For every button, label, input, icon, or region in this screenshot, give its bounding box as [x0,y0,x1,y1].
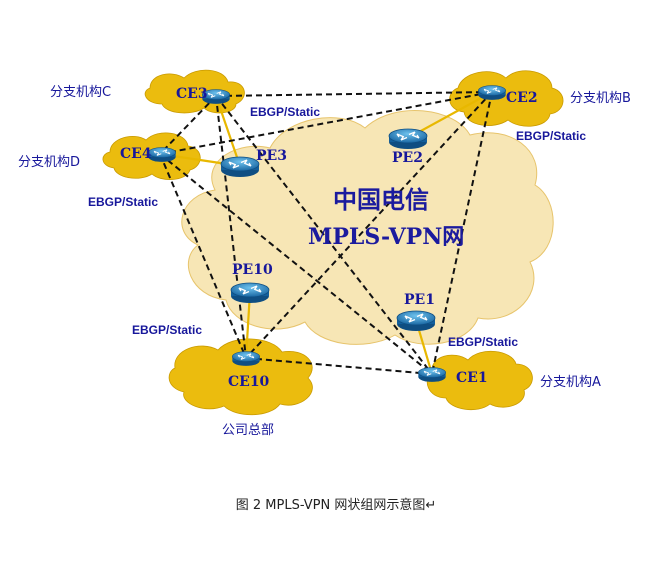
pe-ce-links [159,91,493,375]
router-icon-ce1 [417,367,447,383]
router-icon-ce2 [477,85,507,101]
link-ce3-pe3 [214,95,242,167]
site-label-branch-b: 分支机构B [570,91,631,106]
ebgp-label-ce4: EBGP/Static [88,195,158,209]
vpn-ce10-ce1 [245,357,433,375]
vpn-ce2-ce1 [431,91,493,375]
site-label-branch-a: 分支机构A [540,375,601,390]
site-label-headquarters: 公司总部 [222,423,274,438]
router-icon-ce4 [147,147,177,163]
ebgp-label-ce3: EBGP/Static [250,105,320,119]
node-label-pe1: PE1 [404,292,435,308]
site-cloud-ce1 [426,350,533,411]
vpn-ce4-ce10 [159,153,247,359]
router-icon-pe2 [388,128,428,150]
vpn-ce3-ce4 [159,95,217,155]
router-icon-pe3 [220,156,260,178]
node-label-pe2: PE2 [392,150,423,166]
ebgp-label-ce1: EBGP/Static [448,335,518,349]
vpn-ce4-ce1 [159,153,433,375]
link-ce2-pe2 [407,91,493,139]
node-label-ce1: CE1 [456,370,488,386]
node-label-pe3: PE3 [256,148,287,164]
site-label-branch-d: 分支机构D [18,155,80,170]
network-name-line2: MPLS-VPN网 [308,224,464,250]
vpn-ce2-ce10 [245,91,493,359]
vpn-ce3-ce2 [215,91,493,97]
site-cloud-ce10 [168,338,313,416]
node-label-pe10: PE10 [232,262,273,278]
site-cloud-ce2 [449,70,564,127]
router-icon-pe1 [396,310,436,332]
ebgp-label-ce2: EBGP/Static [516,129,586,143]
vpn-mesh-links [159,91,493,375]
router-icon-pe10 [230,282,270,304]
vpn-ce4-ce2 [159,91,493,155]
vpn-ce3-ce1 [215,95,433,375]
link-ce10-pe10 [244,291,252,359]
node-label-ce3: CE3 [176,86,208,102]
node-label-ce4: CE4 [120,146,152,162]
node-label-ce10: CE10 [228,374,270,390]
network-name-line1: 中国电信 [333,185,429,214]
vpn-ce3-ce10 [215,95,247,359]
router-icon-ce10 [231,351,261,367]
node-label-ce2: CE2 [506,90,538,106]
site-label-branch-c: 分支机构C [50,85,111,100]
ebgp-label-ce10: EBGP/Static [132,323,202,337]
figure-caption: 图 2 MPLS-VPN 网状组网示意图↵ [235,498,437,513]
